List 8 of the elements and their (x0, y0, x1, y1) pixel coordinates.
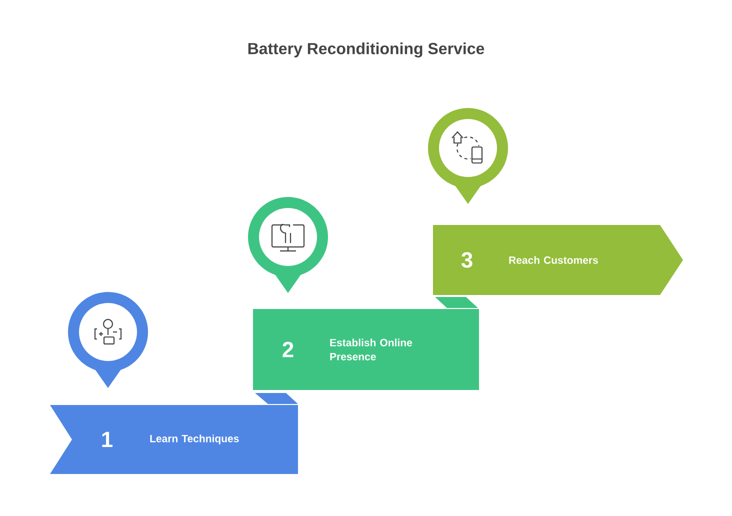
step-number: 3 (461, 252, 472, 268)
step-label: Reach Customers (509, 256, 598, 264)
step-number: 1 (102, 432, 112, 448)
step-label: Establish Online Presence (330, 338, 412, 360)
title: Battery Reconditioning Service (248, 42, 484, 58)
step-label: Learn Techniques (150, 434, 239, 444)
step-number: 2 (282, 342, 294, 358)
step-banner (433, 224, 683, 295)
